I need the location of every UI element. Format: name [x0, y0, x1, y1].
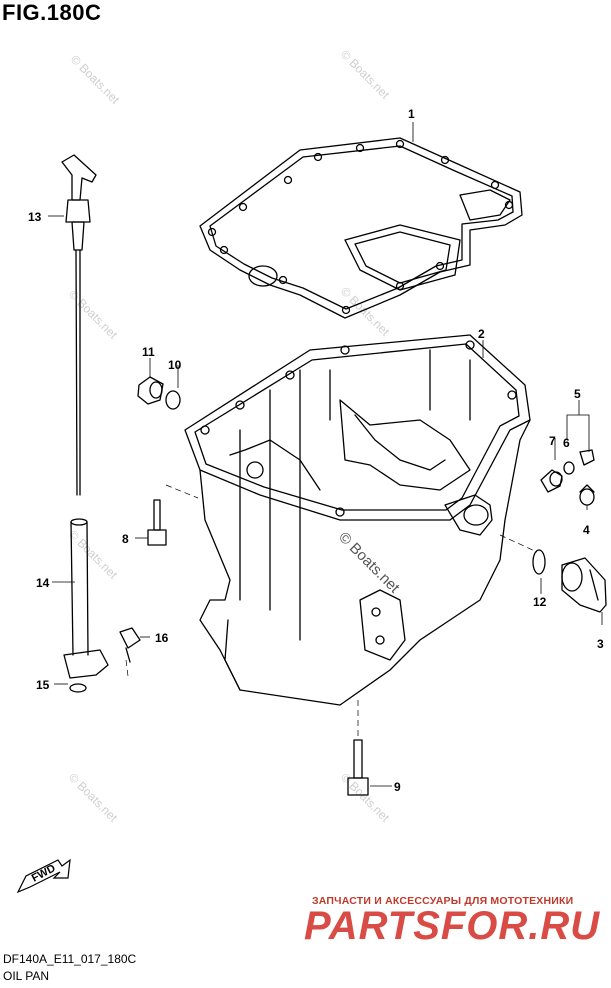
figure-code: DF140A_E11_017_180C	[3, 952, 137, 966]
plug-part-4	[579, 484, 595, 506]
drain-plug-part-3	[561, 557, 607, 613]
callout-7[interactable]: 7	[549, 434, 556, 448]
callouts: 1 2 3 4 5 6 7 8 9 10 11 12 13 14 15 16	[28, 107, 604, 794]
alignment-lines	[125, 484, 538, 740]
plug-part-11	[137, 376, 164, 405]
figure-title: FIG.180C	[2, 0, 102, 25]
plug-part-5	[579, 449, 595, 466]
watermark: © Boats.net	[68, 52, 123, 107]
brand-logo[interactable]: PARTSFOR.RU	[304, 904, 601, 948]
washer-part-6	[563, 461, 575, 475]
o-ring-part-15	[69, 683, 87, 693]
callout-5[interactable]: 5	[574, 387, 581, 401]
callout-3[interactable]: 3	[597, 637, 604, 651]
figure-name: OIL PAN	[3, 969, 50, 983]
callout-16[interactable]: 16	[155, 631, 169, 645]
o-ring-part-12	[532, 549, 546, 575]
gasket-part-10	[165, 390, 181, 410]
leader-lines	[48, 122, 603, 787]
callout-10[interactable]: 10	[168, 358, 182, 372]
callout-14[interactable]: 14	[36, 576, 50, 590]
watermark: © Boats.net	[338, 47, 393, 102]
callout-9[interactable]: 9	[394, 780, 401, 794]
plug-part-7	[540, 469, 563, 493]
callout-12[interactable]: 12	[533, 595, 547, 609]
callout-13[interactable]: 13	[28, 210, 42, 224]
fwd-label: FWD	[30, 862, 58, 884]
brand-caption: ЗАПЧАСТИ И АКСЕССУАРЫ ДЛЯ МОТОТЕХНИКИ	[312, 895, 574, 907]
guide-tube-part-14	[63, 518, 109, 679]
callout-6[interactable]: 6	[563, 436, 570, 450]
gasket-part-1	[199, 137, 523, 319]
watermark: © Boats.net	[66, 287, 121, 342]
bolt-part-8	[147, 499, 167, 546]
callout-11[interactable]: 11	[142, 345, 155, 359]
callout-4[interactable]: 4	[583, 523, 590, 537]
watermark: © Boats.net	[66, 770, 121, 825]
bolt-part-9	[347, 739, 369, 796]
callout-15[interactable]: 15	[36, 678, 50, 692]
watermark: © Boats.net	[338, 284, 393, 339]
fwd-arrow-icon: FWD	[16, 858, 71, 894]
callout-1[interactable]: 1	[408, 107, 415, 121]
watermark: © Boats.net	[66, 527, 121, 582]
callout-2[interactable]: 2	[478, 327, 485, 341]
watermark-center: © Boats.net	[335, 529, 403, 597]
oil-pan-part-2	[184, 334, 531, 706]
watermarks: © Boats.net © Boats.net © Boats.net © Bo…	[66, 47, 403, 825]
dipstick-part-13	[61, 154, 97, 496]
callout-8[interactable]: 8	[122, 532, 129, 546]
bolt-part-16	[119, 627, 141, 663]
